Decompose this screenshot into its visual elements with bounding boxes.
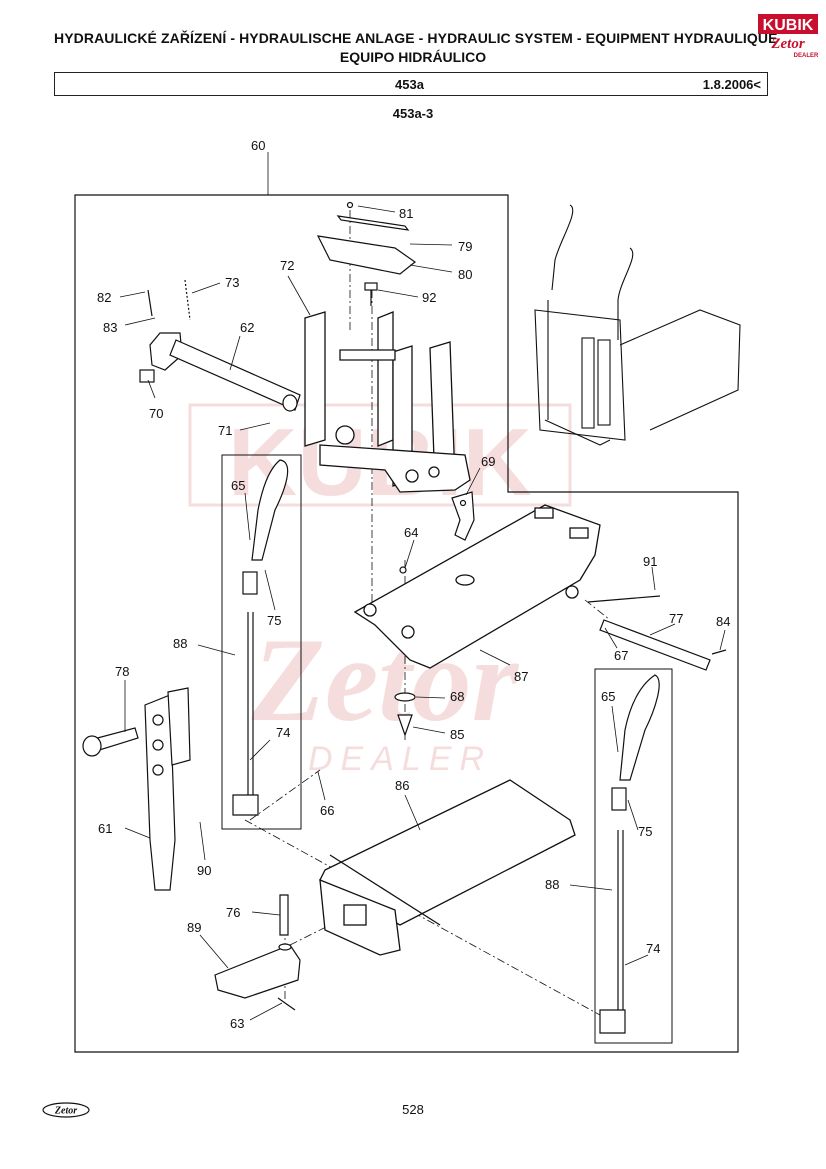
callout-82: 82 (97, 290, 111, 305)
right-linkage-box (594, 668, 673, 1044)
callout-77: 77 (669, 611, 683, 626)
watermark-line3: DEALER (308, 740, 492, 778)
hook-plate-69 (451, 491, 475, 541)
assembly-outline (74, 194, 739, 1053)
callout-88-right: 88 (545, 877, 559, 892)
logo-brand-top: KUBIK (763, 17, 814, 34)
callout-76: 76 (226, 905, 240, 920)
validity-date: 1.8.2006< (702, 77, 761, 92)
callout-84: 84 (716, 614, 730, 629)
bolt-92 (364, 282, 378, 306)
callout-79: 79 (458, 239, 472, 254)
callout-90: 90 (197, 863, 211, 878)
right-lift-rod (599, 674, 660, 1034)
callout-78: 78 (115, 664, 129, 679)
callout-65-right: 65 (601, 689, 615, 704)
logo-brand-sub: DEALER (794, 53, 819, 59)
callout-67: 67 (614, 648, 628, 663)
callout-69: 69 (481, 454, 495, 469)
callout-74-right: 74 (646, 941, 660, 956)
callout-75-left: 75 (267, 613, 281, 628)
callout-87: 87 (514, 669, 528, 684)
header-title-line2: EQUIPO HIDRÁULICO (339, 49, 487, 65)
callout-64: 64 (404, 525, 418, 540)
footer-zetor-logo: Zetor (42, 1102, 90, 1118)
callout-63: 63 (230, 1016, 244, 1031)
callout-74-left: 74 (276, 725, 290, 740)
pickup-hitch-bracket (304, 311, 471, 493)
kubik-zetor-logo: KUBIK Zetor DEALER (758, 14, 819, 59)
callout-88-left: 88 (173, 636, 187, 651)
latch-assembly (139, 279, 301, 412)
callout-72: 72 (280, 258, 294, 273)
leader-lines (119, 152, 726, 1021)
callout-68: 68 (450, 689, 464, 704)
callout-62: 62 (240, 320, 254, 335)
callout-labels: 60 81 79 80 92 72 73 82 83 62 70 71 69 6… (97, 138, 730, 1031)
callout-83: 83 (103, 320, 117, 335)
diagram-subtitle: 453a-3 (392, 106, 434, 121)
section-number: 453a (395, 77, 424, 92)
drawbar-frame-86 (319, 779, 576, 956)
support-plate-87 (353, 504, 601, 669)
callout-86: 86 (395, 778, 409, 793)
callout-60: 60 (251, 138, 265, 153)
callout-91: 91 (643, 554, 657, 569)
side-plate-61 (82, 687, 191, 891)
washer-screw (394, 566, 416, 737)
callout-92: 92 (422, 290, 436, 305)
logo-brand-bottom: Zetor (770, 36, 804, 52)
callout-73: 73 (225, 275, 239, 290)
axle-pins (587, 595, 727, 671)
callout-65-left: 65 (231, 478, 245, 493)
callout-85: 85 (450, 727, 464, 742)
callout-61: 61 (98, 821, 112, 836)
left-lift-rod (232, 459, 289, 816)
assembled-view (534, 204, 741, 446)
callout-66: 66 (320, 803, 334, 818)
header-title-line1: HYDRAULICKÉ ZAŘÍZENÍ - HYDRAULISCHE ANLA… (54, 30, 778, 46)
callout-89: 89 (187, 920, 201, 935)
hook-89 (214, 894, 301, 1011)
callout-75-right: 75 (638, 824, 652, 839)
top-cover-plate (316, 201, 417, 275)
callout-81: 81 (399, 206, 413, 221)
callout-80: 80 (458, 267, 472, 282)
info-box: 453a 1.8.2006< (54, 72, 768, 96)
callout-71: 71 (218, 423, 232, 438)
logo-top-band (758, 14, 818, 34)
callout-70: 70 (149, 406, 163, 421)
page-number: 528 (402, 1102, 424, 1117)
footer-brand: Zetor (54, 1106, 77, 1117)
